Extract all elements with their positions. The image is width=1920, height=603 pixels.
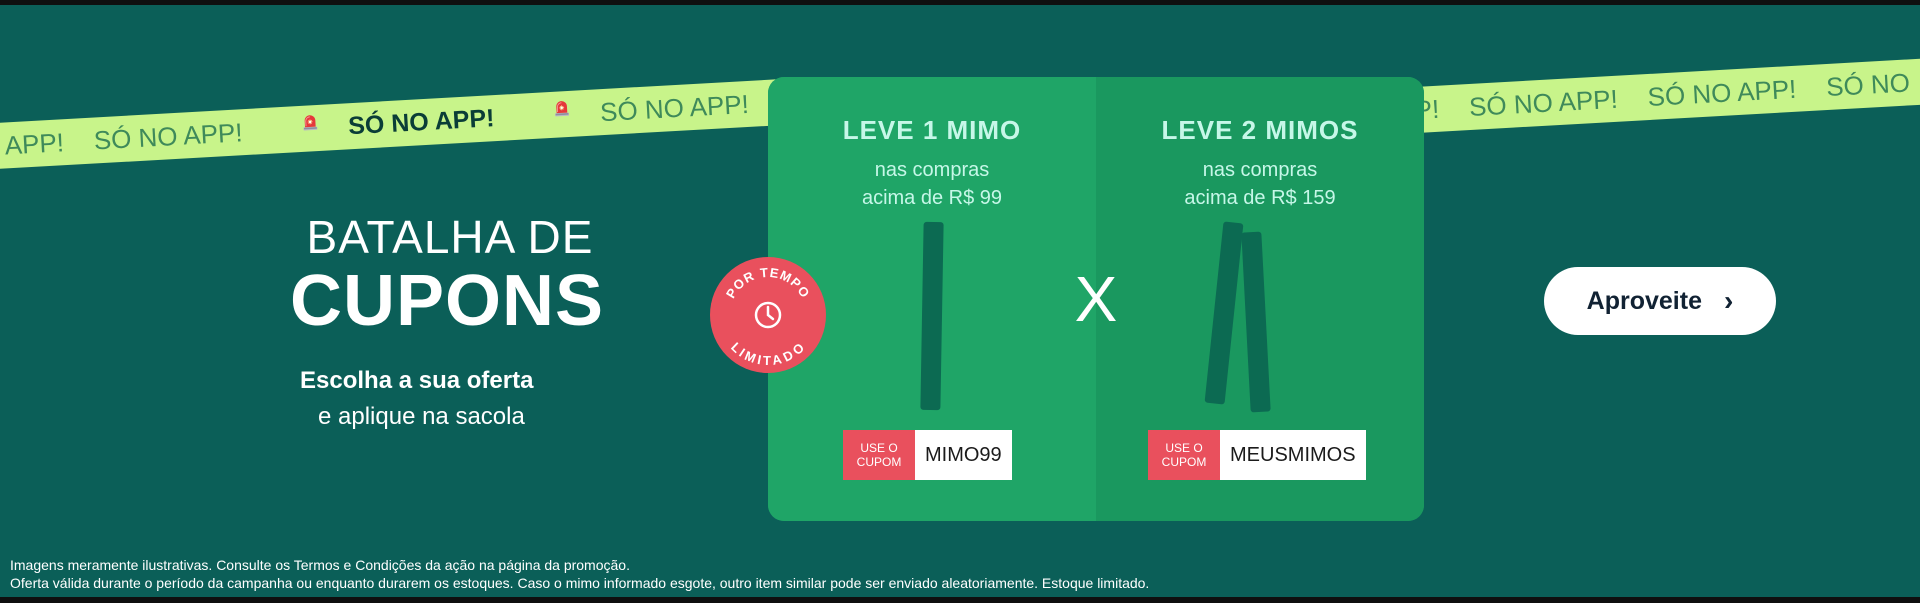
offer-card: LEVE 1 MIMO nas compras acima de R$ 99 U… — [768, 77, 1424, 521]
tape-strip-right: APP! SÓ NO APP! SÓ NO APP! SÓ NO — [1378, 55, 1920, 135]
coupon-label-line-2: CUPOM — [1161, 455, 1207, 469]
subtitle-line-1: Escolha a sua oferta — [300, 367, 534, 394]
tape-text-highlight: SÓ NO APP! — [347, 103, 496, 140]
svg-text:POR TEMPO: POR TEMPO — [723, 265, 813, 301]
gift-stick-illustration — [1241, 231, 1271, 413]
clock-icon — [754, 301, 782, 329]
disclaimer-line-2: Oferta válida durante o período da campa… — [10, 575, 1150, 591]
offer-condition-line-2: acima de R$ 99 — [861, 187, 1003, 209]
headline-line-2: CUPONS — [289, 261, 605, 341]
offer-condition-line-1: nas compras — [874, 159, 990, 181]
headline-line-1: BATALHA DE — [306, 211, 594, 263]
badge-text-bottom: LIMITADO — [728, 339, 807, 368]
aproveite-button-label: Aproveite — [1586, 286, 1702, 315]
offer-condition-line-2: acima de R$ 159 — [1184, 187, 1336, 209]
siren-icon — [303, 115, 318, 131]
badge-text-top: POR TEMPO — [723, 265, 812, 301]
subtitle-line-2: e aplique na sacola — [318, 403, 525, 430]
disclaimer-line-1: Imagens meramente ilustrativas. Consulte… — [10, 557, 630, 573]
tape-text: SÓ NO APP! — [1468, 83, 1619, 122]
coupon-label-line-2: CUPOM — [856, 455, 902, 469]
chevron-right-icon: › — [1723, 285, 1734, 316]
coupon-label-line-1: USE O — [860, 441, 898, 455]
promo-banner[interactable]: NO APP! SÓ NO APP! SÓ NO APP! SÓ N — [0, 5, 1920, 597]
offer-title: LEVE 2 MIMOS — [1161, 115, 1359, 145]
offer-condition-line-1: nas compras — [1202, 159, 1318, 181]
coupon-label-line-1: USE O — [1165, 441, 1203, 455]
offer-2: LEVE 2 MIMOS nas compras acima de R$ 159… — [1096, 77, 1424, 521]
gift-stick-illustration — [1204, 221, 1244, 405]
offer-title: LEVE 1 MIMO — [842, 115, 1022, 145]
gift-stick-illustration — [920, 221, 944, 411]
svg-text:LIMITADO: LIMITADO — [728, 339, 808, 368]
versus-mark: X — [1074, 263, 1118, 335]
coupon-code[interactable]: MIMO99 — [915, 430, 1012, 480]
tape-strip-left: NO APP! SÓ NO APP! SÓ NO APP! SÓ N — [0, 79, 781, 171]
siren-icon — [555, 101, 570, 117]
tape-text: SÓ NO APP! — [92, 116, 244, 155]
tape-text: SÓ NO APP! — [1646, 73, 1798, 112]
tape-text: SÓ NO — [1825, 66, 1911, 102]
tape-text: SÓ NO APP! — [599, 88, 750, 127]
limited-time-badge: POR TEMPO LIMITADO — [710, 257, 826, 373]
aproveite-button[interactable]: Aproveite › — [1544, 267, 1776, 335]
tape-text: NO APP! — [0, 126, 65, 163]
offer-1: LEVE 1 MIMO nas compras acima de R$ 99 U… — [768, 77, 1096, 521]
coupon-code[interactable]: MEUSMIMOS — [1220, 430, 1366, 480]
